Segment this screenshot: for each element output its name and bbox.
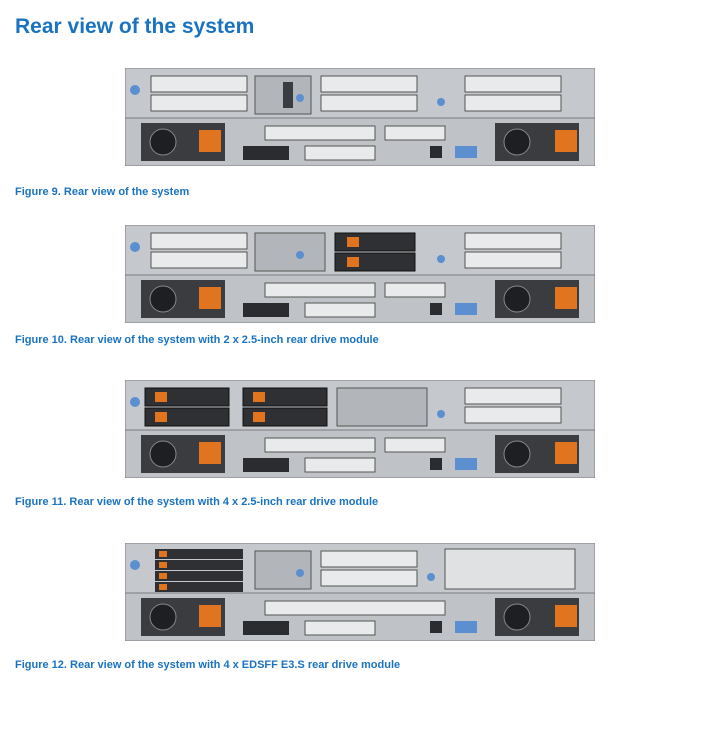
figure-10-caption: Figure 10. Rear view of the system with …: [15, 334, 379, 346]
figure-9-caption: Figure 9. Rear view of the system: [15, 186, 190, 198]
figure-12-image: [124, 542, 596, 646]
server-rear-view-edsff: [124, 542, 596, 642]
figure-11-caption: Figure 11. Rear view of the system with …: [15, 496, 379, 508]
figure-9-image: [124, 67, 596, 171]
server-rear-view-standard: [124, 67, 596, 167]
figure-10-image: [124, 224, 596, 328]
figure-11-image: [124, 379, 596, 483]
server-rear-view-4-drive: [124, 379, 596, 479]
server-rear-view-2-drive: [124, 224, 596, 324]
page-title: Rear view of the system: [15, 15, 255, 38]
figure-12-caption: Figure 12. Rear view of the system with …: [15, 659, 401, 671]
